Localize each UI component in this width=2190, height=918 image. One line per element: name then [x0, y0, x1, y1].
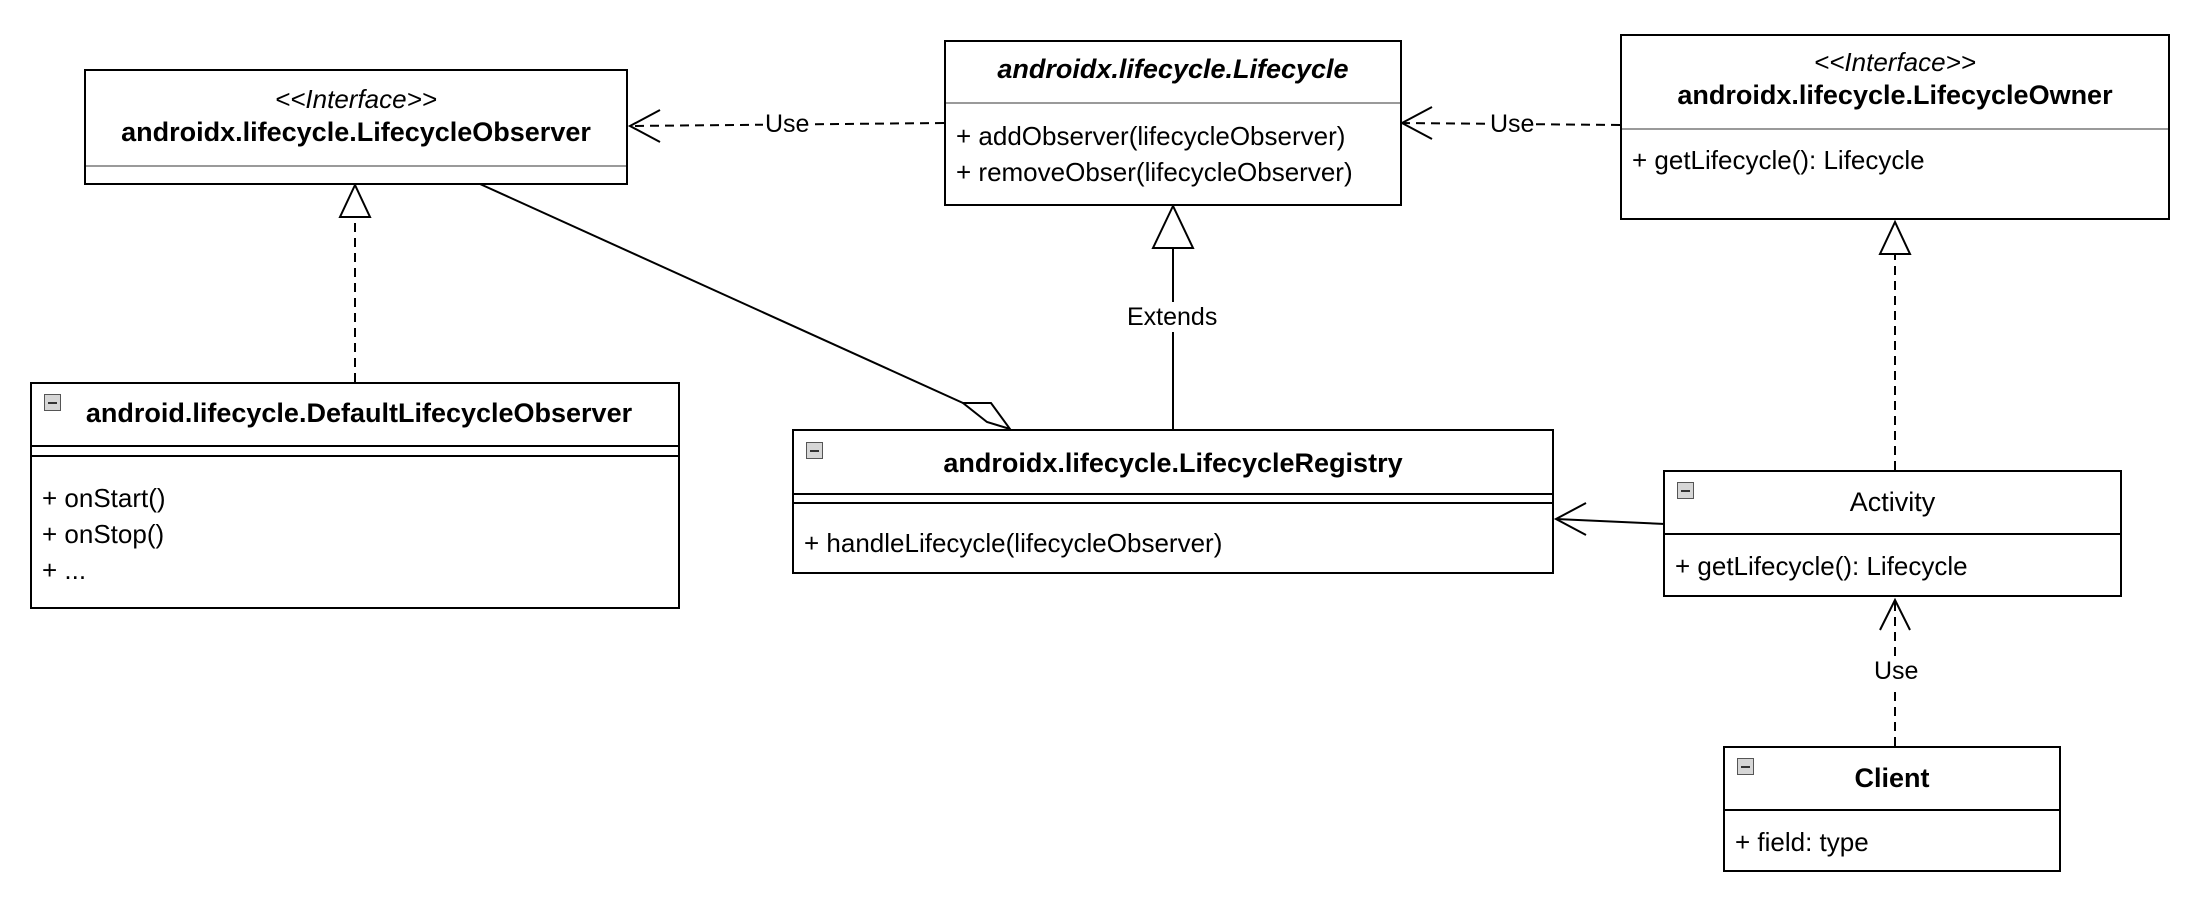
compartment-divider: [32, 455, 678, 457]
collapse-icon[interactable]: [44, 394, 61, 411]
aggregation-diamond: [960, 402, 1013, 431]
compartment-divider: [794, 502, 1552, 504]
class-header: Client: [1725, 748, 2059, 795]
compartment-divider: [86, 165, 626, 167]
class-lifecycle-observer[interactable]: <<Interface>> androidx.lifecycle.Lifecyc…: [84, 69, 628, 185]
edge-registry-aggregates-observer: [479, 183, 964, 404]
member-list: + onStart() + onStop() + ...: [42, 480, 166, 588]
method-item: + onStart(): [42, 483, 166, 513]
class-header: androidx.lifecycle.LifecycleRegistry: [794, 431, 1552, 480]
class-header: android.lifecycle.DefaultLifecycleObserv…: [32, 384, 678, 430]
member-list: + getLifecycle(): Lifecycle: [1675, 548, 1968, 584]
class-lifecycle[interactable]: androidx.lifecycle.Lifecycle + addObserv…: [944, 40, 1402, 206]
field-item: + field: type: [1735, 827, 1869, 857]
member-list: + handleLifecycle(lifecycleObserver): [804, 525, 1222, 561]
class-name: androidx.lifecycle.LifecycleOwner: [1677, 80, 2113, 110]
class-header: <<Interface>> androidx.lifecycle.Lifecyc…: [1622, 36, 2168, 112]
class-header: androidx.lifecycle.Lifecycle: [946, 42, 1400, 86]
class-lifecycle-registry[interactable]: androidx.lifecycle.LifecycleRegistry + h…: [792, 429, 1554, 574]
collapse-icon[interactable]: [1677, 482, 1694, 499]
class-lifecycle-owner[interactable]: <<Interface>> androidx.lifecycle.Lifecyc…: [1620, 34, 2170, 220]
class-client[interactable]: Client + field: type: [1723, 746, 2061, 872]
realization-triangle: [1878, 219, 1912, 255]
compartment-divider: [1665, 533, 2120, 535]
collapse-icon[interactable]: [1737, 758, 1754, 775]
stereotype-label: <<Interface>>: [1814, 47, 1976, 77]
class-header: Activity: [1665, 472, 2120, 519]
method-item: + onStop(): [42, 519, 165, 549]
compartment-divider: [794, 493, 1552, 495]
collapse-icon[interactable]: [806, 442, 823, 459]
edge-label-use: Use: [763, 109, 812, 139]
compartment-divider: [32, 445, 678, 447]
compartment-divider: [1622, 128, 2168, 130]
field-item: + getLifecycle(): Lifecycle: [1675, 551, 1968, 581]
association-arrowhead: [1553, 502, 1587, 536]
class-name: Activity: [1849, 487, 1936, 517]
edge-label-use: Use: [1488, 109, 1537, 139]
method-item: + ...: [42, 555, 87, 585]
dependency-arrowhead: [1879, 597, 1911, 631]
edge-activity-to-registry: [1555, 518, 1666, 525]
class-name: android.lifecycle.DefaultLifecycleObserv…: [85, 398, 633, 428]
compartment-divider: [1725, 809, 2059, 811]
class-activity[interactable]: Activity + getLifecycle(): Lifecycle: [1663, 470, 2122, 597]
method-item: + getLifecycle(): Lifecycle: [1632, 145, 1925, 175]
stereotype-label: <<Interface>>: [275, 84, 437, 114]
member-list: + field: type: [1735, 824, 1869, 860]
dependency-arrowhead: [627, 109, 661, 143]
class-name: androidx.lifecycle.LifecycleRegistry: [943, 448, 1403, 478]
dependency-arrowhead: [1399, 106, 1433, 140]
method-item: + handleLifecycle(lifecycleObserver): [804, 528, 1223, 558]
class-default-lifecycle-observer[interactable]: android.lifecycle.DefaultLifecycleObserv…: [30, 382, 680, 609]
class-name: androidx.lifecycle.Lifecycle: [997, 54, 1349, 84]
class-name: androidx.lifecycle.LifecycleObserver: [121, 117, 591, 147]
class-name: Client: [1854, 763, 1930, 793]
member-list: + addObserver(lifecycleObserver) + remov…: [956, 118, 1353, 190]
realization-triangle: [338, 182, 372, 218]
class-header: <<Interface>> androidx.lifecycle.Lifecyc…: [86, 71, 626, 149]
method-item: + removeObser(lifecycleObserver): [956, 157, 1353, 187]
method-item: + addObserver(lifecycleObserver): [956, 121, 1346, 151]
edge-label-use: Use: [1872, 656, 1921, 686]
compartment-divider: [946, 102, 1400, 104]
generalization-triangle: [1151, 203, 1195, 249]
edge-label-extends: Extends: [1125, 302, 1220, 332]
member-list: + getLifecycle(): Lifecycle: [1632, 142, 1925, 178]
